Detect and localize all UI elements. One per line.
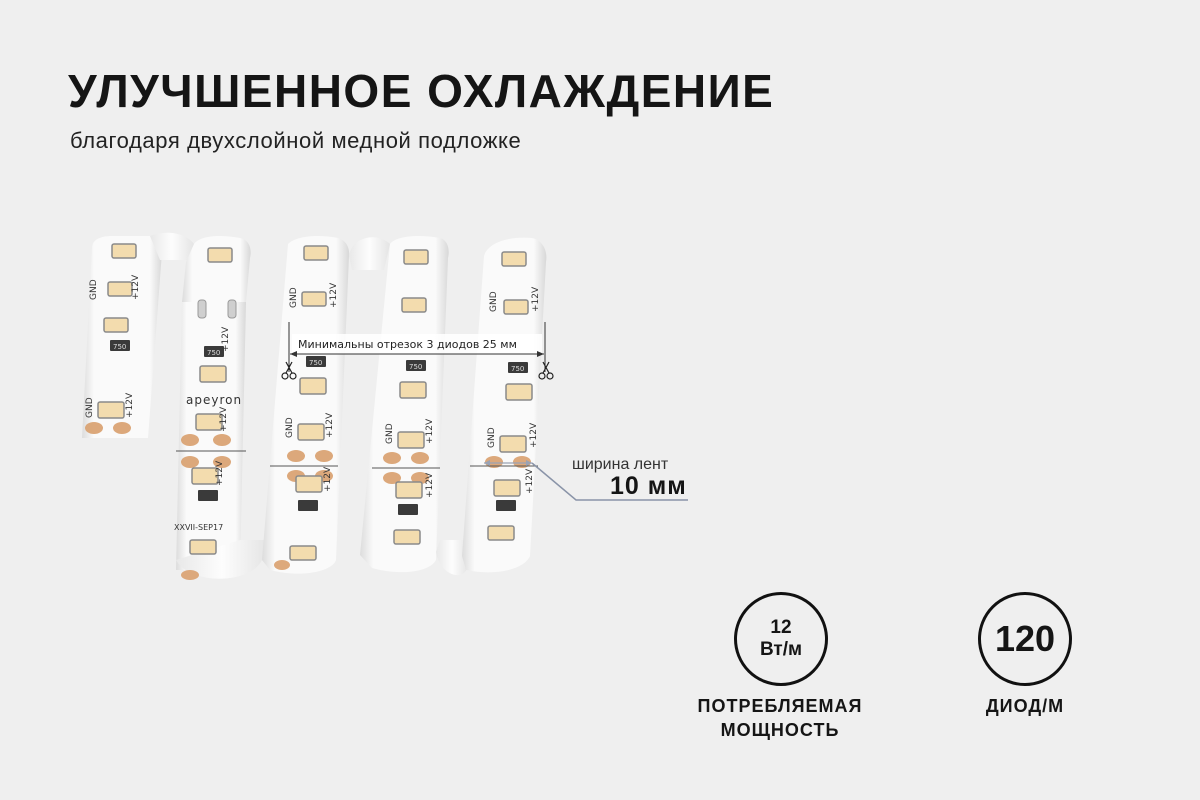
- pad-label-plus: +12V: [329, 282, 339, 308]
- resistor-code: 750: [511, 365, 524, 373]
- pad-label-plus: +12V: [531, 286, 541, 312]
- pad-label-plus: +12V: [529, 422, 539, 448]
- led-chips: [97, 243, 533, 561]
- power-badge: 12 Вт/м: [734, 592, 828, 686]
- width-value: 10 мм: [610, 472, 687, 500]
- power-label-line1: ПОТРЕБЛЯЕМАЯ: [697, 696, 863, 716]
- pad-label-plus: +12V: [125, 392, 135, 418]
- power-label-line2: МОЩНОСТЬ: [720, 720, 840, 740]
- page-title: УЛУЧШЕННОЕ ОХЛАЖДЕНИЕ: [68, 65, 775, 117]
- pad-label-gnd: GND: [385, 423, 395, 444]
- pad-label-plus: +12V: [215, 460, 225, 486]
- diode-label: ДИОД/М: [985, 696, 1065, 716]
- resistor-code: 750: [113, 343, 126, 351]
- pad-label-plus: +12V: [325, 412, 335, 438]
- power-value: 12: [770, 617, 792, 638]
- diode-badge: 120: [978, 592, 1072, 686]
- scissors-icon: [281, 361, 297, 380]
- pad-label-plus: +12V: [323, 466, 333, 492]
- pad-label-gnd: GND: [289, 287, 299, 308]
- pad-label-plus: +12V: [425, 472, 435, 498]
- power-label: ПОТРЕБЛЯЕМАЯ МОЩНОСТЬ: [660, 694, 900, 742]
- pad-label-plus: +12V: [131, 274, 141, 300]
- resistor-code: 750: [309, 359, 322, 367]
- pad-label-gnd: GND: [89, 279, 99, 300]
- copper-pads: [85, 422, 531, 580]
- pad-label-gnd: GND: [285, 417, 295, 438]
- strip-body: [82, 232, 547, 579]
- diode-value: 120: [994, 618, 1056, 659]
- pad-label-plus: +12V: [425, 418, 435, 444]
- cut-segment-label: Минимальны отрезок 3 диодов 25 мм: [298, 338, 517, 351]
- cut-lines: [176, 450, 538, 469]
- resistor-codes: 750 750 750 750 750: [113, 343, 524, 373]
- brand-print: apeyron: [186, 393, 242, 407]
- pad-labels: GND +12V GND +12V +12V +12V +12V GND +12…: [85, 274, 541, 498]
- pad-label-gnd: GND: [487, 427, 497, 448]
- pad-label-plus: +12V: [219, 406, 229, 432]
- resistor-code: 750: [207, 349, 220, 357]
- page-subtitle: благодаря двухслойной медной подложке: [70, 128, 522, 153]
- resistor-code: 750: [409, 363, 422, 371]
- pad-label-gnd: GND: [489, 291, 499, 312]
- power-unit: Вт/м: [759, 639, 803, 660]
- pad-label-plus: +12V: [221, 326, 231, 352]
- width-callout: [484, 460, 688, 501]
- width-caption: ширина лент: [572, 456, 669, 473]
- date-code-print: XXVII-SEP17: [174, 523, 223, 532]
- pad-label-gnd: GND: [85, 397, 95, 418]
- cut-segment-dimension: Минимальны отрезок 3 диодов 25 мм: [288, 322, 546, 372]
- scissors-icon: [538, 361, 554, 380]
- pad-label-plus: +12V: [525, 468, 535, 494]
